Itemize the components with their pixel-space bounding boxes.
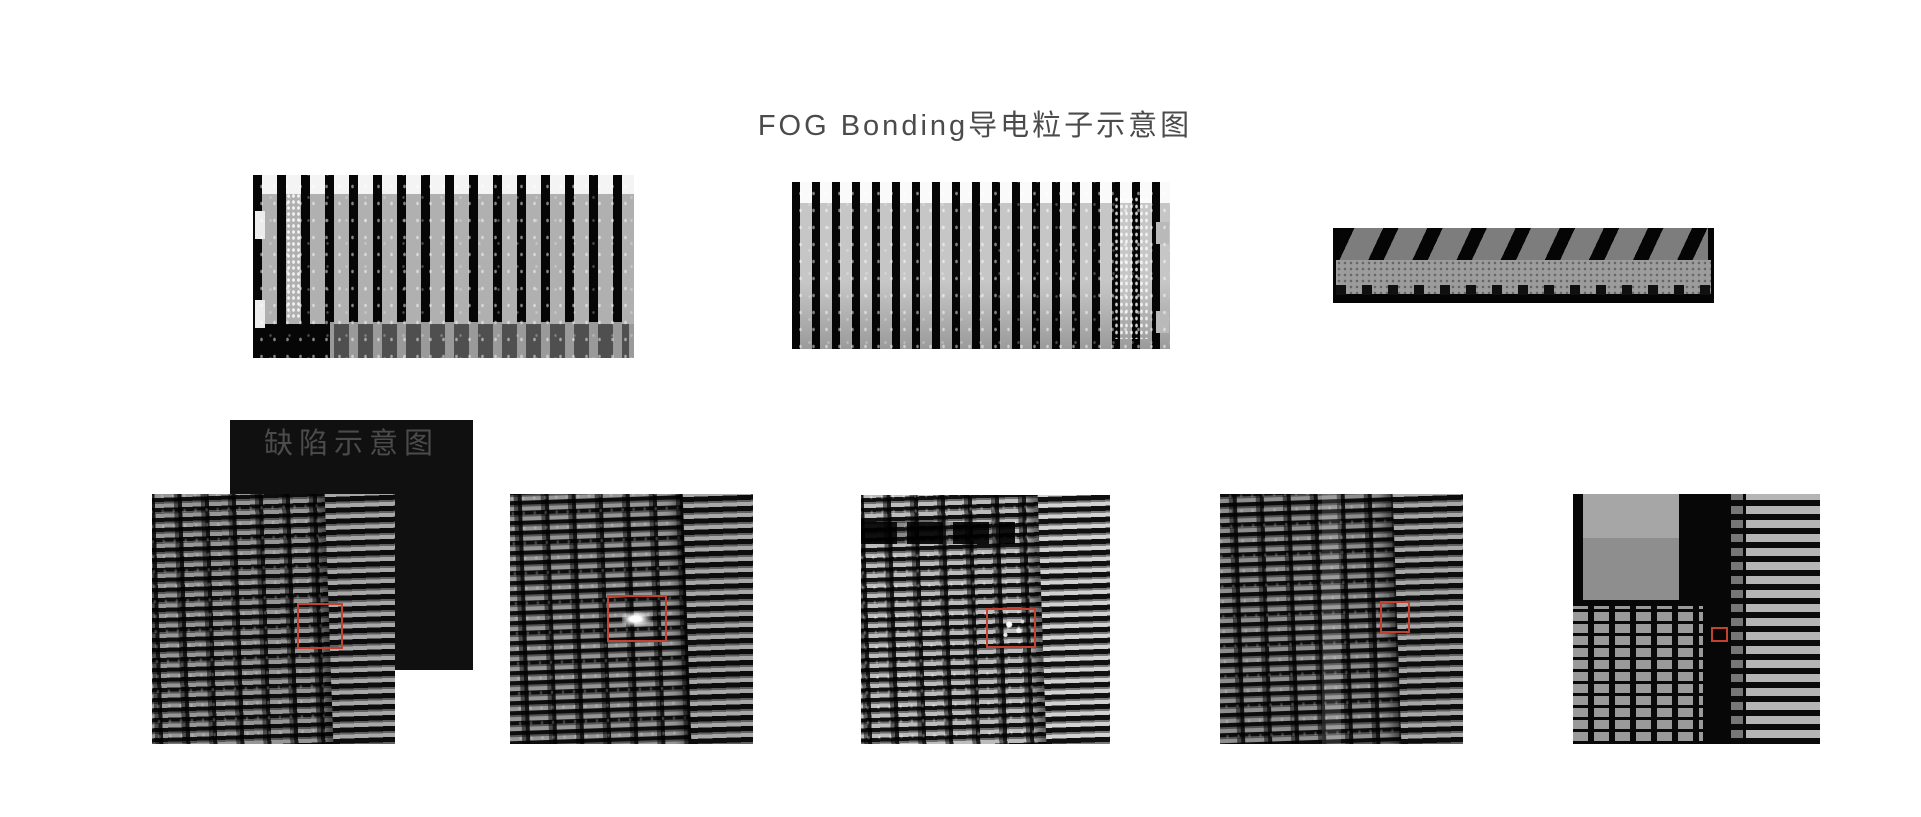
defect1-texture	[152, 494, 395, 744]
dark-band	[861, 522, 1016, 544]
defect-highlight-box	[297, 603, 343, 649]
defect-highlight-box	[1380, 601, 1410, 633]
fog-bonding-image-2	[792, 182, 1170, 349]
narrow-lead-strip	[1731, 494, 1744, 744]
defect-highlight-box	[986, 608, 1036, 648]
fog2-conductive-particles	[792, 182, 1170, 349]
lead-lines-pattern	[681, 494, 753, 744]
fog-bonding-image-3	[1333, 228, 1714, 303]
component-block-bottom	[1583, 538, 1679, 600]
defect4-texture	[1220, 494, 1463, 744]
defect-highlight-box	[1711, 627, 1728, 642]
fog-bonding-image-1	[253, 175, 634, 358]
lead-lines-pattern	[1036, 495, 1110, 744]
defect-image-2	[510, 494, 753, 744]
defect-image-5	[1573, 494, 1820, 744]
bright-column	[1322, 494, 1341, 744]
defect-particle	[622, 611, 652, 627]
lead-lines-pattern	[1745, 494, 1820, 744]
component-block-top	[1583, 494, 1679, 538]
fog1-conductive-particles	[253, 175, 634, 358]
defect-image-1	[152, 494, 395, 744]
fog-section-title: FOG Bonding导电粒子示意图	[757, 110, 1193, 142]
defect-particle-scatter	[994, 614, 1032, 644]
defect-image-4	[1220, 494, 1463, 744]
defect-highlight-box	[607, 595, 667, 642]
fog3-pad-notches	[1336, 285, 1711, 295]
pad-grid-pattern	[1573, 606, 1703, 744]
fog3-diagonal-traces	[1339, 228, 1708, 262]
defect-image-3	[861, 495, 1110, 744]
